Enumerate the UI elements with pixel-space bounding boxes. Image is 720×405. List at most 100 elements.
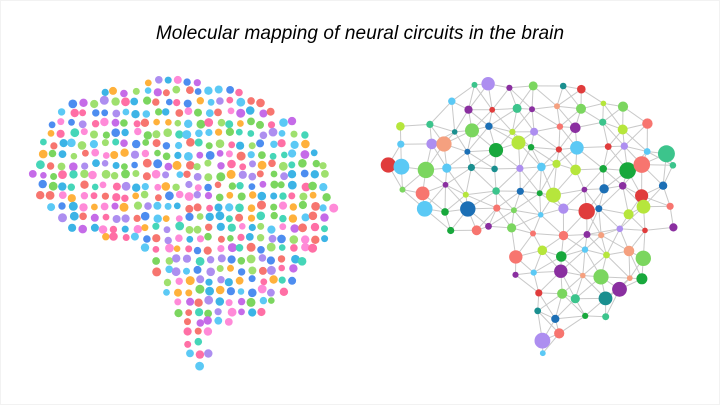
brain-dot: [185, 180, 193, 189]
network-edge: [530, 146, 557, 165]
brain-dot: [214, 108, 222, 117]
brain-dot: [206, 256, 215, 264]
network-edge: [488, 107, 518, 127]
brain-dot: [194, 184, 202, 192]
brain-dot: [320, 213, 329, 222]
brain-dot: [121, 128, 129, 137]
brain-dot: [290, 224, 300, 233]
network-node: [527, 144, 535, 151]
network-edge: [532, 85, 558, 107]
brain-dot: [90, 192, 98, 200]
brain-dot: [182, 130, 192, 140]
brain-dot: [185, 309, 193, 316]
brain-dot: [109, 232, 118, 241]
brain-dot: [120, 119, 128, 127]
brain-dot: [80, 192, 89, 200]
brain-dot: [270, 192, 278, 200]
brain-dot: [235, 128, 243, 136]
brain-dot: [196, 235, 205, 243]
brain-dot: [214, 203, 223, 212]
brain-dot: [165, 191, 174, 201]
brain-dot: [131, 161, 138, 169]
network-edge: [619, 228, 646, 231]
brain-dot: [256, 170, 264, 178]
network-node: [642, 227, 648, 234]
brain-dot: [291, 254, 300, 264]
brain-dot: [183, 327, 192, 336]
brain-dot: [91, 120, 100, 128]
network-edge: [465, 167, 472, 195]
network-node: [529, 106, 535, 113]
brain-dot: [193, 191, 201, 199]
network-node: [464, 105, 473, 114]
brain-dot: [111, 128, 120, 137]
brain-dot: [140, 190, 149, 199]
brain-dot: [225, 203, 234, 212]
brain-dot: [194, 327, 202, 335]
brain-dot: [227, 264, 234, 272]
network-edge: [600, 234, 630, 252]
network-node: [604, 143, 612, 151]
brain-dot: [152, 139, 161, 148]
brain-dot: [163, 226, 171, 234]
brain-dot: [143, 131, 152, 140]
brain-dot: [89, 140, 98, 149]
brain-dot: [101, 160, 109, 167]
network-node: [598, 291, 613, 306]
network-edge: [584, 249, 607, 256]
brain-dot: [257, 307, 266, 317]
network-edge: [495, 190, 515, 211]
brain-dot: [248, 288, 257, 298]
brain-dot: [237, 192, 246, 201]
brain-dot: [112, 138, 120, 146]
brain-dot: [121, 163, 128, 171]
brain-dot: [79, 203, 88, 212]
brain-dot: [205, 212, 214, 222]
network-node: [416, 201, 433, 217]
brain-dot: [141, 183, 149, 191]
brain-dot: [235, 88, 243, 97]
brain-dot: [186, 138, 195, 147]
brain-dot: [173, 99, 181, 107]
network-edge: [582, 249, 586, 276]
brain-dot: [279, 287, 289, 296]
brain-dot: [227, 159, 236, 169]
network-edge: [539, 193, 542, 215]
network-edge: [516, 85, 534, 109]
brain-dot: [80, 128, 88, 136]
network-node: [415, 186, 430, 201]
brain-dot: [215, 193, 224, 202]
brain-dot: [119, 202, 129, 212]
brain-dot: [266, 242, 276, 252]
network-node: [399, 186, 406, 193]
brain-dot: [82, 149, 89, 157]
brain-dot: [102, 233, 110, 241]
network-edge: [602, 145, 625, 170]
brain-dot: [186, 86, 194, 94]
brain-dot: [279, 118, 288, 127]
brain-dot: [196, 151, 204, 159]
network-node: [507, 223, 517, 233]
brain-dot: [257, 222, 265, 230]
brain-dot: [175, 221, 185, 231]
brain-dot: [214, 85, 223, 94]
network-node: [436, 136, 452, 152]
brain-dot: [90, 213, 99, 222]
brain-dot: [225, 215, 233, 223]
brain-dot: [214, 181, 222, 189]
network-node: [506, 84, 513, 91]
brain-dot: [121, 214, 130, 223]
brain-dot: [172, 160, 182, 170]
brain-dot: [101, 139, 109, 147]
brain-dot: [184, 192, 194, 201]
brain-dot: [173, 202, 181, 210]
brain-dot: [91, 148, 100, 157]
network-node: [489, 106, 496, 113]
brain-dot: [287, 180, 297, 190]
brain-dot: [122, 108, 130, 116]
brain-dot: [260, 278, 268, 286]
network-edge: [495, 168, 521, 192]
brain-dot: [141, 149, 150, 158]
network-node: [516, 164, 524, 172]
brain-dot: [48, 181, 58, 191]
